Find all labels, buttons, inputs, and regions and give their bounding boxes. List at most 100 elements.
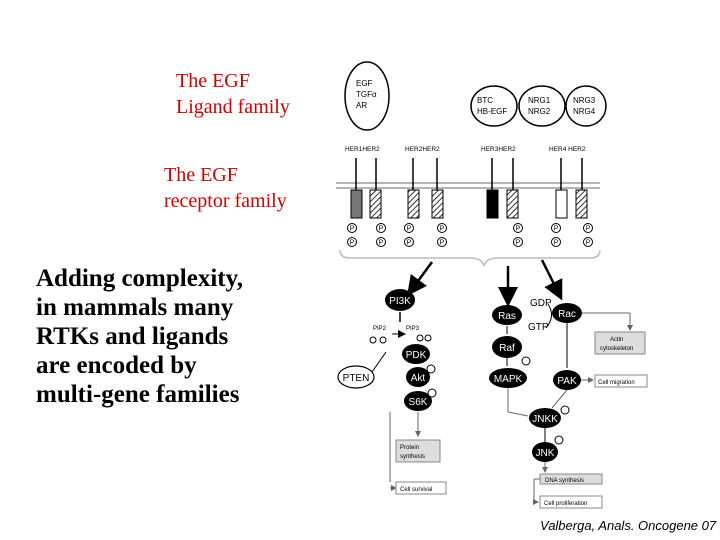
node-jnk: JNK: [532, 435, 564, 462]
node-s6k: S6K: [404, 388, 437, 411]
node-mapk: MAPK: [489, 368, 527, 388]
svg-text:Cell migration: Cell migration: [598, 380, 635, 386]
svg-text:PI3K: PI3K: [389, 296, 411, 307]
ligand-group-4: NRG3 NRG4: [565, 85, 607, 127]
svg-text:Ras: Ras: [498, 311, 516, 322]
ligand-title-line1: The EGF: [176, 70, 250, 92]
pten-inhibit: [371, 351, 387, 373]
arrow-to-rac: [540, 259, 563, 301]
ligand-nrg1: NRG1: [528, 96, 551, 105]
svg-text:P: P: [407, 226, 412, 233]
svg-text:P: P: [350, 240, 355, 247]
pip2-label: PIP2: [369, 326, 387, 344]
ligand-btc: BTC: [477, 96, 493, 105]
mapk-to-jnkk: [507, 411, 529, 417]
ligand-group-3: NRG1 NRG2: [518, 85, 566, 127]
citation: Valberga, Anals. Oncogene 07: [540, 518, 717, 533]
ligand-nrg3: NRG3: [573, 96, 596, 105]
body-line-4: are encoded by: [36, 352, 197, 379]
phospho-2a: P: [376, 223, 386, 233]
box-cell-survival: Cell survival: [395, 481, 447, 495]
receptor-family-title: The EGF receptor family: [164, 162, 287, 214]
svg-text:P: P: [379, 240, 384, 247]
body-line-5: multi-gene families: [36, 381, 240, 408]
ligand-title-line2: Ligand family: [176, 96, 290, 118]
svg-text:Akt: Akt: [411, 373, 426, 384]
svg-text:Cell proliferation: Cell proliferation: [544, 501, 587, 507]
svg-text:synthesis: synthesis: [400, 454, 425, 460]
phospho-1a: P: [347, 223, 357, 233]
svg-text:S6K: S6K: [409, 397, 428, 408]
phospho-6a: P: [551, 223, 561, 233]
node-raf: Raf: [492, 336, 531, 366]
phospho-5a: P: [513, 223, 523, 233]
svg-text:PDK: PDK: [406, 350, 427, 361]
node-ras: Ras: [492, 305, 522, 325]
svg-text:Cell survival: Cell survival: [400, 487, 432, 493]
svg-text:Protein: Protein: [400, 445, 419, 451]
svg-text:Raf: Raf: [499, 343, 515, 354]
svg-text:P: P: [350, 226, 355, 233]
receptor-title-line1: The EGF: [164, 164, 238, 186]
receptor-pair-her3-her2: [486, 158, 519, 219]
body-line-2: in mammals many: [36, 294, 234, 321]
node-akt: Akt: [406, 364, 436, 387]
body-text: Adding complexity, in mammals many RTKs …: [36, 264, 243, 409]
node-pi3k: PI3K: [385, 289, 415, 311]
label-gtp: GTP: [528, 322, 549, 333]
node-rac: Rac: [552, 303, 582, 323]
svg-text:PIP2: PIP2: [373, 326, 387, 332]
phospho-2b: P: [376, 237, 386, 247]
svg-text:MAPK: MAPK: [494, 374, 523, 385]
pak-to-jnkk: [551, 389, 568, 409]
body-line-3: RTKs and ligands: [36, 323, 229, 350]
svg-text:P: P: [554, 240, 559, 247]
node-pten: PTEN: [337, 365, 375, 389]
box-dna-synthesis: DNA synthesis: [539, 473, 603, 485]
receptor-label-her3-her2: HER3HER2: [481, 146, 516, 153]
svg-text:P: P: [516, 240, 521, 247]
phospho-4b: P: [437, 237, 447, 247]
phospho-7b: P: [583, 237, 593, 247]
ligand-group-2: BTC HB-EGF: [470, 85, 518, 127]
gdp-gtp-cycle: [545, 303, 552, 329]
receptor-title-line2: receptor family: [164, 190, 287, 212]
phospho-3b: P: [404, 237, 414, 247]
receptor-pair-her1-her2: [350, 158, 382, 219]
ligand-ar: AR: [356, 101, 367, 110]
box-cell-proliferation: Cell proliferation: [539, 495, 603, 509]
receptor-pair-her2-her2: [407, 158, 444, 219]
pip3-label: PIP3: [406, 326, 432, 342]
receptor-label-her2-her2: HER2HER2: [405, 146, 440, 153]
label-gdp: GDP: [530, 298, 552, 309]
phospho-1b: P: [347, 237, 357, 247]
node-jnkk: JNKK: [529, 405, 570, 428]
ligand-family-title: The EGF Ligand family: [176, 68, 290, 120]
svg-text:JNKK: JNKK: [532, 414, 558, 425]
receptor-pair-her4-her2: [555, 158, 588, 219]
box-protein-synthesis: Protein synthesis: [395, 439, 441, 463]
svg-text:P: P: [516, 226, 521, 233]
svg-text:P: P: [379, 226, 384, 233]
arrow-to-pi3k: [407, 261, 434, 297]
svg-text:cytoskeleton: cytoskeleton: [600, 346, 633, 352]
phospho-3a: P: [404, 223, 414, 233]
phospho-4a: P: [437, 223, 447, 233]
svg-text:P: P: [586, 226, 591, 233]
box-cell-migration: Cell migration: [594, 374, 648, 388]
box-actin-cytoskeleton: Actin cytoskeleton: [594, 331, 646, 355]
phospho-6b: P: [551, 237, 561, 247]
ligand-hb-egf: HB-EGF: [477, 107, 507, 116]
phospho-sites: P P P P P P P P P P P P P P: [347, 223, 593, 247]
svg-text:JNK: JNK: [536, 448, 555, 459]
svg-text:P: P: [440, 240, 445, 247]
receptor-label-her1-her2: HER1HER2: [345, 146, 380, 153]
node-pak: PAK: [553, 370, 581, 390]
phospho-5b: P: [513, 237, 523, 247]
svg-text:PIP3: PIP3: [406, 326, 420, 332]
svg-text:Rac: Rac: [558, 309, 576, 320]
ligand-nrg4: NRG4: [573, 107, 596, 116]
ligand-egf: EGF: [356, 79, 373, 88]
receptor-label-her4-her2: HER4 HER2: [549, 146, 586, 153]
